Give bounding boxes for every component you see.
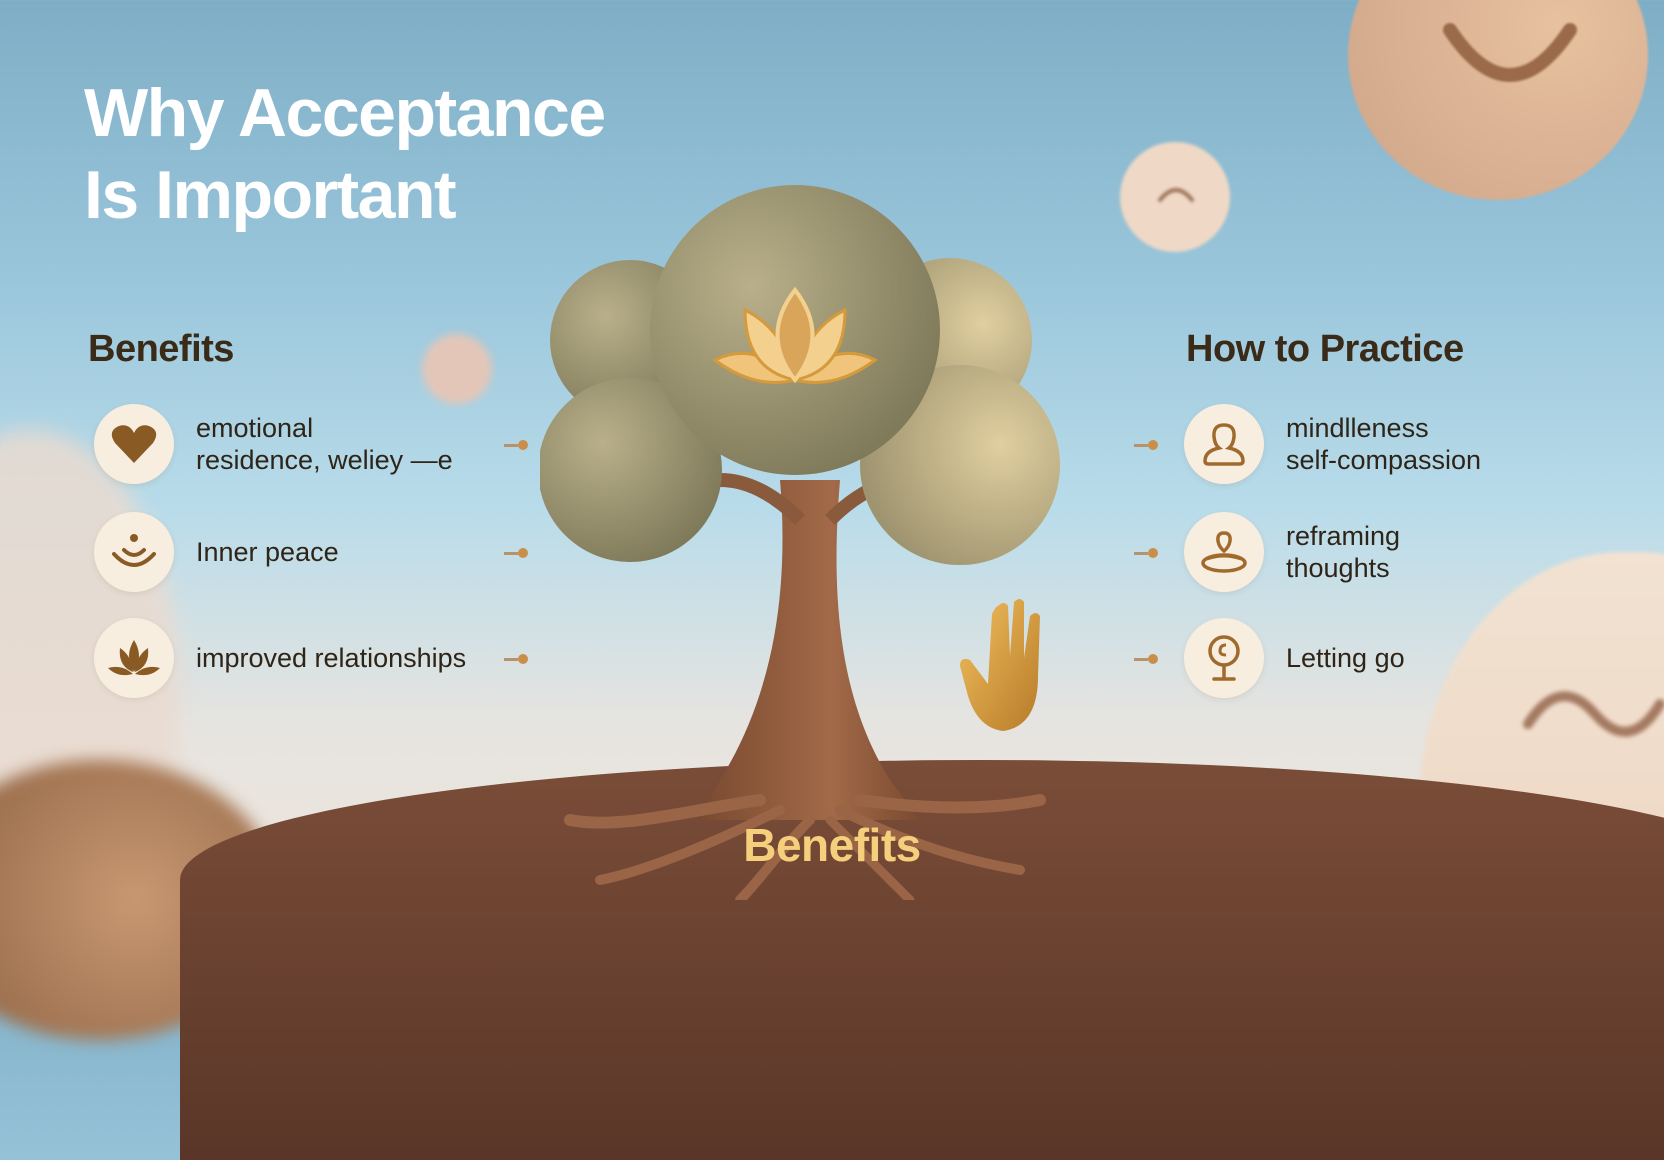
smiling-blob-top-right xyxy=(1348,0,1648,200)
benefit-connector xyxy=(504,548,528,558)
lotus-icon xyxy=(94,618,174,698)
title-line-2: Is Important xyxy=(84,157,457,233)
golden-lotus-icon xyxy=(712,286,878,384)
practice-label: mindlleness self-compassion xyxy=(1286,413,1482,475)
practice-item-letting-go: Letting go xyxy=(1184,618,1405,698)
practice-heading: How to Practice xyxy=(1186,328,1464,370)
practice-connector xyxy=(1134,654,1158,664)
benefit-label: Inner peace xyxy=(196,537,339,567)
tree-illustration xyxy=(540,185,1060,900)
benefit-item-relationships: improved relationships xyxy=(94,618,466,698)
wave-icon xyxy=(1523,691,1664,737)
smile-icon xyxy=(1443,23,1577,82)
practice-item-reframing: reframing thoughts xyxy=(1184,512,1400,592)
page-title: Why Acceptance Is Important xyxy=(84,72,606,236)
small-pink-blob xyxy=(422,334,492,404)
benefit-item-emotional: emotional residence, weliey —e xyxy=(94,404,453,484)
meditation-icon xyxy=(1184,512,1264,592)
practice-connector xyxy=(1134,440,1158,450)
benefit-label: emotional residence, weliey —e xyxy=(196,413,453,475)
practice-connector xyxy=(1134,548,1158,558)
person-outline-icon xyxy=(1184,404,1264,484)
tree-benefits-label: Benefits xyxy=(743,819,921,871)
benefit-item-inner-peace: Inner peace xyxy=(94,512,339,592)
benefit-connector xyxy=(504,654,528,664)
practice-label: Letting go xyxy=(1286,643,1405,673)
heart-icon xyxy=(94,404,174,484)
inner-peace-icon xyxy=(94,512,174,592)
title-line-1: Why Acceptance xyxy=(84,75,606,151)
benefit-connector xyxy=(504,440,528,450)
practice-item-mindfulness: mindlleness self-compassion xyxy=(1184,404,1481,484)
frown-icon xyxy=(1158,188,1194,202)
benefit-label: improved relationships xyxy=(196,643,467,673)
balloon-icon xyxy=(1184,618,1264,698)
small-blob-face xyxy=(1120,142,1230,252)
raised-hand-icon xyxy=(960,599,1040,731)
benefits-heading: Benefits xyxy=(88,328,234,370)
practice-label: reframing thoughts xyxy=(1286,521,1401,583)
